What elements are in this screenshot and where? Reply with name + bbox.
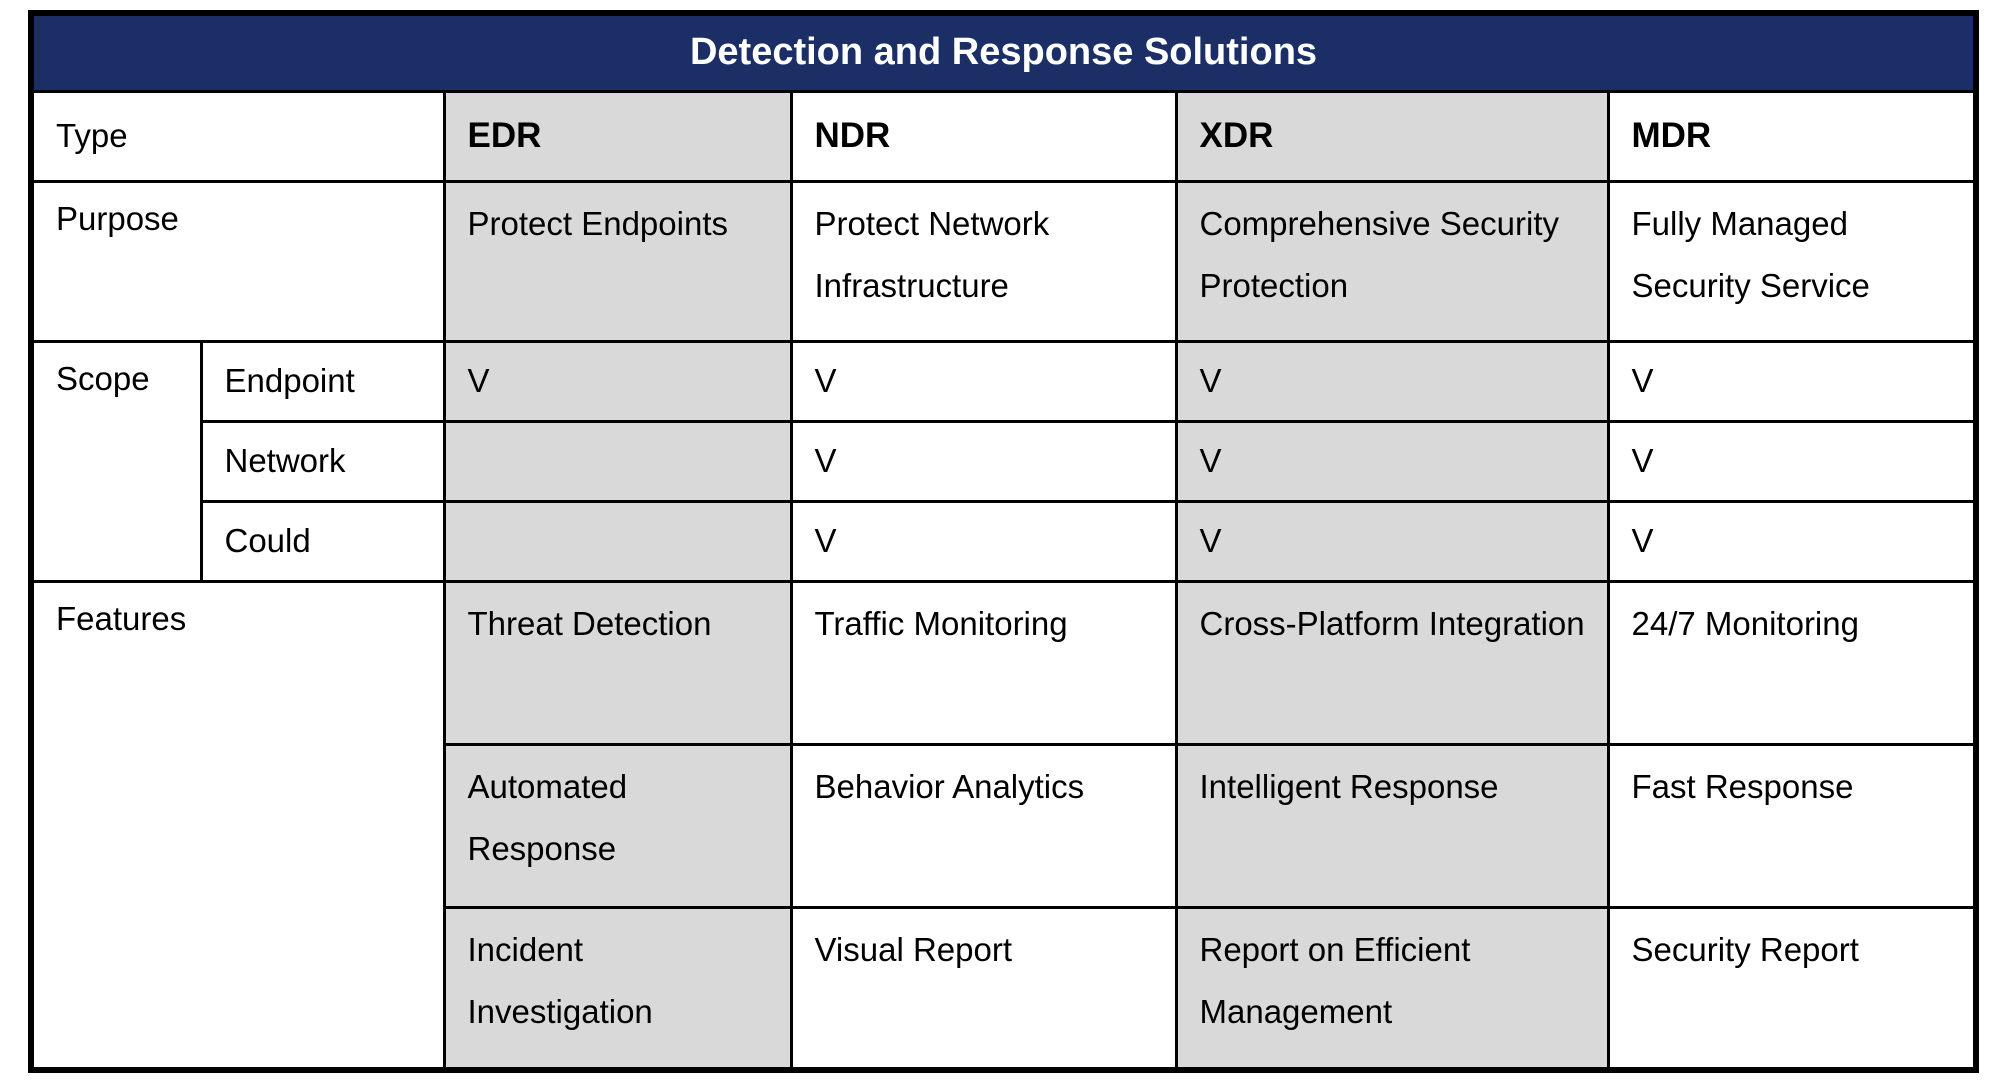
cell-scope-could-ndr: V	[789, 499, 1178, 583]
cell-scope-network-ndr: V	[789, 419, 1178, 503]
cell-scope-could-edr	[442, 499, 793, 583]
cell-scope-endpoint-edr: V	[442, 339, 793, 423]
features-row-3: Incident Investigation Visual Report Rep…	[31, 905, 1978, 1072]
cell-feature2-mdr: Fast Response	[1606, 742, 1978, 909]
cell-scope-network-mdr: V	[1606, 419, 1978, 503]
features-row-2: Automated Response Behavior Analytics In…	[31, 742, 1978, 909]
column-header-xdr: XDR	[1174, 89, 1610, 183]
cell-scope-could-xdr: V	[1174, 499, 1610, 583]
title-row: Detection and Response Solutions	[29, 11, 1978, 93]
column-header-edr: EDR	[442, 89, 793, 183]
cell-feature1-ndr: Traffic Monitoring	[789, 579, 1178, 746]
row-label-purpose: Purpose	[29, 179, 446, 343]
cell-feature3-xdr: Report on Efficient Management	[1174, 905, 1610, 1072]
cell-feature3-ndr: Visual Report	[789, 905, 1178, 1072]
cell-feature1-mdr: 24/7 Monitoring	[1606, 579, 1978, 746]
cell-scope-endpoint-mdr: V	[1606, 339, 1978, 423]
column-header-mdr: MDR	[1606, 89, 1978, 183]
cell-feature3-mdr: Security Report	[1606, 905, 1978, 1072]
table-title: Detection and Response Solutions	[29, 11, 1978, 93]
cell-purpose-edr: Protect Endpoints	[442, 179, 793, 343]
scope-row-endpoint: Scope Endpoint V V V V	[29, 339, 1978, 583]
scope-row-network: Network V V V	[31, 419, 1978, 503]
type-row: Type EDR NDR XDR MDR	[29, 89, 1978, 183]
cell-scope-endpoint-ndr: V	[789, 339, 1178, 423]
purpose-row: Purpose Protect Endpoints Protect Networ…	[29, 179, 1978, 343]
cell-purpose-ndr: Protect Network Infrastructure	[789, 179, 1178, 343]
cell-scope-network-xdr: V	[1174, 419, 1610, 503]
cell-scope-network-edr	[442, 419, 793, 503]
scope-row-could: Could V V V	[31, 499, 1978, 583]
row-label-scope-could: Could	[199, 499, 446, 583]
row-label-scope-endpoint: Endpoint	[199, 339, 446, 423]
cell-scope-endpoint-xdr: V	[1174, 339, 1610, 423]
cell-feature1-edr: Threat Detection	[442, 579, 793, 746]
features-row-1: Features Threat Detection Traffic Monito…	[29, 579, 1978, 1072]
cell-feature2-edr: Automated Response	[442, 742, 793, 909]
cell-feature3-edr: Incident Investigation	[442, 905, 793, 1072]
cell-scope-could-mdr: V	[1606, 499, 1978, 583]
cell-purpose-mdr: Fully Managed Security Service	[1606, 179, 1978, 343]
cell-feature2-ndr: Behavior Analytics	[789, 742, 1178, 909]
row-label-scope-network: Network	[199, 419, 446, 503]
detection-response-table: Detection and Response Solutions Type ED…	[28, 10, 1980, 1074]
row-label-scope: Scope	[29, 339, 203, 583]
row-label-type: Type	[29, 89, 446, 183]
cell-feature1-xdr: Cross-Platform Integration	[1174, 579, 1610, 746]
row-label-features: Features	[29, 579, 446, 1072]
column-header-ndr: NDR	[789, 89, 1178, 183]
cell-purpose-xdr: Comprehensive Security Protection	[1174, 179, 1610, 343]
cell-feature2-xdr: Intelligent Response	[1174, 742, 1610, 909]
